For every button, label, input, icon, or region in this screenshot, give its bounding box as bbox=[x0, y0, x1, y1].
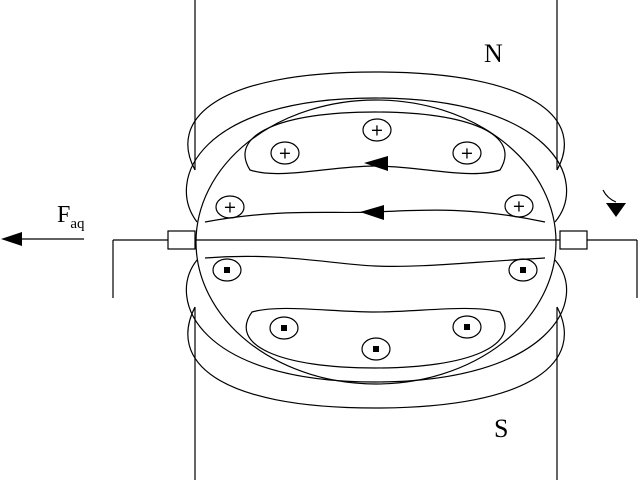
lower-conductor-band bbox=[204, 255, 546, 267]
upper-field-line-inner bbox=[244, 111, 506, 175]
dot-in-circle-icon bbox=[361, 337, 391, 361]
magnet-frame bbox=[194, 0, 558, 480]
force-label-main: F bbox=[57, 202, 70, 228]
conductor-plus-sign: + bbox=[223, 198, 236, 217]
dot-in-circle-icon bbox=[452, 315, 482, 339]
conductor-plus-sign: + bbox=[512, 197, 525, 216]
conductor-plus-sign: + bbox=[370, 121, 383, 140]
dot-in-circle-icon bbox=[269, 316, 299, 340]
lower-field-line-outer bbox=[187, 306, 565, 409]
force-arrow-head bbox=[1, 232, 22, 246]
pole-label-south: S bbox=[494, 414, 508, 443]
dot-in-circle-icon bbox=[212, 258, 242, 282]
field-direction-arrow-middle bbox=[360, 205, 384, 220]
bearing-right bbox=[559, 230, 588, 250]
rotation-arrow-icon bbox=[602, 189, 626, 217]
dot-in-circle-icon bbox=[508, 258, 538, 282]
plus-in-circle-icon: + bbox=[215, 195, 245, 219]
plus-in-circle-icon: + bbox=[270, 141, 300, 165]
upper-field-line-outer bbox=[187, 71, 565, 171]
field-direction-arrow-upper bbox=[364, 156, 388, 171]
force-label: Faq bbox=[57, 202, 85, 232]
left-arrow-icon bbox=[1, 232, 84, 246]
lower-field-lines bbox=[185, 255, 568, 409]
bearing-left bbox=[167, 230, 196, 250]
plus-in-circle-icon: + bbox=[504, 194, 534, 218]
force-label-subscript: aq bbox=[70, 216, 85, 232]
conductor-plus-sign: + bbox=[278, 144, 291, 163]
upper-field-lines bbox=[185, 71, 568, 223]
plus-in-circle-icon: + bbox=[362, 118, 392, 142]
lower-field-line-middle bbox=[185, 259, 568, 383]
shaft bbox=[112, 230, 638, 298]
upper-field-line-middle bbox=[185, 97, 568, 223]
lower-field-line-inner bbox=[245, 307, 506, 369]
rotation-arrow-curve bbox=[602, 189, 617, 203]
pole-label-north: N bbox=[484, 39, 503, 68]
conductors-current-out bbox=[212, 258, 538, 361]
plus-in-circle-icon: + bbox=[452, 141, 482, 165]
armature-circle bbox=[195, 99, 557, 385]
rotation-arrow-head bbox=[606, 203, 626, 217]
conductor-plus-sign: + bbox=[460, 144, 473, 163]
conductors-current-in: + + + + + bbox=[215, 118, 534, 219]
